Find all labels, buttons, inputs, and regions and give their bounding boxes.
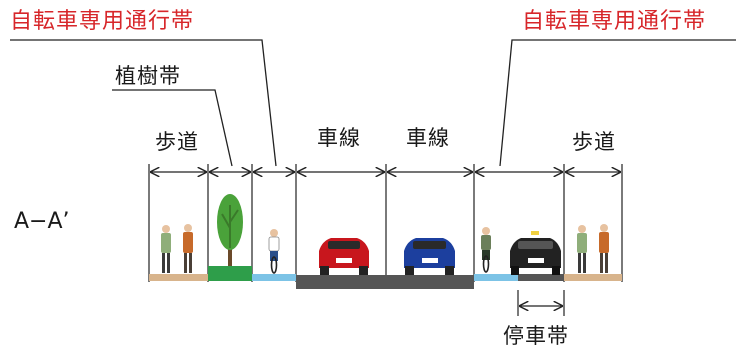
bike-lane-left-label: 自転車専用通行帯: [10, 9, 195, 34]
tree-icon: [217, 194, 243, 266]
pedestrian-icon-4: [599, 224, 609, 273]
planting-strip-label: 植樹帯: [115, 64, 181, 88]
pedestrian-icon-2: [183, 224, 193, 273]
sidewalk-right-label: 歩道: [572, 130, 616, 154]
planting-strip-surface: [208, 266, 252, 281]
bike-lane-left-surface: [252, 274, 296, 281]
parking-strip-label: 停車帯: [503, 324, 569, 348]
pedestrian-icon-3: [577, 225, 587, 273]
lane-2-label: 車線: [406, 126, 450, 150]
car-icon-blue: [404, 238, 455, 275]
car-icon-red: [319, 238, 369, 275]
parking-strip-dimension: [517, 290, 565, 316]
parking-strip-surface: [518, 274, 564, 281]
cyclist-icon-right: [481, 227, 491, 273]
leader-line-bike-left: [10, 39, 277, 167]
bike-lane-right-surface: [474, 274, 518, 281]
pedestrian-icon-1: [161, 225, 171, 273]
leader-line-bike-right: [499, 39, 736, 167]
lane-1-label: 車線: [317, 126, 361, 150]
leader-line-planting: [112, 89, 233, 167]
sidewalk-left-surface: [149, 274, 208, 281]
bike-lane-right-label: 自転車専用通行帯: [522, 9, 707, 34]
car-icon-dark: [510, 231, 561, 275]
sidewalk-left-label: 歩道: [155, 130, 199, 154]
section-label: A−A’: [14, 209, 70, 234]
sidewalk-right-surface: [564, 274, 622, 281]
cyclist-icon-left: [268, 229, 280, 274]
section-boundaries: [148, 164, 623, 282]
roadway-surface: [296, 275, 474, 289]
